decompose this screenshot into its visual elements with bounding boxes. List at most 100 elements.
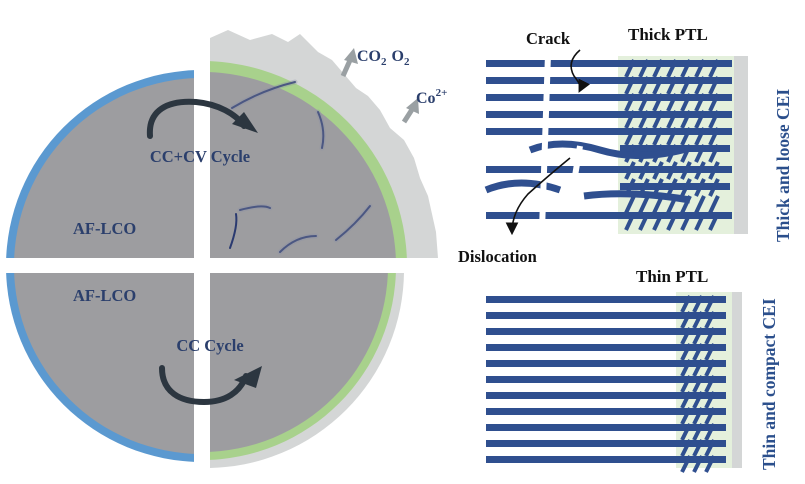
ion-release-arrow-icon [401, 98, 419, 124]
ptl-hatch [624, 76, 636, 95]
ptl-stripe [486, 128, 732, 135]
ptl-hatch [652, 161, 664, 180]
ptl-hatch [652, 76, 664, 95]
ptl-stripe [486, 456, 726, 463]
ptl-hatch [708, 110, 720, 129]
ptl-hatch [624, 195, 636, 214]
ptl-hatch [680, 327, 692, 345]
ptl-hatch [680, 295, 692, 313]
crack-label: Crack [526, 29, 571, 48]
cycle-arrow-bottom-icon [159, 365, 262, 406]
thick-ptl-panel: Crack Thick PTL Dislocation Thick and lo… [458, 25, 793, 266]
ptl-hatch [692, 359, 704, 377]
ptl-hatch [704, 327, 716, 345]
gas-release-arrow-icon [340, 48, 358, 78]
ptl-stripe [486, 94, 732, 101]
ptl-hatch [708, 161, 720, 180]
ptl-stripe [486, 77, 732, 84]
ptl-hatch [694, 127, 706, 146]
ptl-hatch [680, 439, 692, 457]
particle-quadrant-bottom-right [210, 273, 404, 468]
ptl-hatch [704, 455, 716, 473]
ptl-hatch [708, 59, 720, 78]
ptl-hatch [704, 375, 716, 393]
ptl-hatch [704, 343, 716, 361]
ptl-hatch [694, 93, 706, 112]
ptl-hatch [692, 295, 704, 313]
ptl-hatch [680, 375, 692, 393]
ptl-hatch [708, 195, 720, 214]
crack-lines [229, 81, 371, 253]
ptl-hatch [708, 178, 720, 197]
particle-label-bottom: AF-LCO [73, 286, 136, 305]
thin-ptl-hatch [680, 295, 716, 473]
thick-ptl-title: Thick PTL [628, 25, 708, 44]
crack-arrow-icon [570, 49, 591, 93]
ptl-hatch [694, 212, 706, 231]
ptl-hatch [704, 311, 716, 329]
ptl-stripe [486, 296, 726, 303]
ptl-hatch [680, 212, 692, 231]
ptl-hatch [692, 439, 704, 457]
ptl-hatch [680, 423, 692, 441]
cycle-label-cc: CC Cycle [176, 336, 243, 355]
ptl-hatch [694, 178, 706, 197]
ptl-hatch [666, 59, 678, 78]
ptl-hatch [680, 110, 692, 129]
ptl-stripe [486, 440, 726, 447]
ptl-stripe [486, 360, 726, 367]
ptl-hatch [704, 391, 716, 409]
ptl-hatch [704, 407, 716, 425]
thin-ptl-panel: Thin PTL Thin and compact CEI [486, 267, 779, 473]
ptl-stripe [620, 183, 730, 190]
ptl-hatch [666, 127, 678, 146]
ptl-hatch [652, 110, 664, 129]
ptl-hatch [680, 407, 692, 425]
ptl-hatch [708, 144, 720, 163]
ptl-hatch [680, 161, 692, 180]
ptl-hatch [708, 93, 720, 112]
ptl-stripe [486, 328, 726, 335]
ptl-hatch [680, 343, 692, 361]
ptl-hatch [652, 127, 664, 146]
ptl-hatch [704, 359, 716, 377]
ptl-hatch [652, 59, 664, 78]
ptl-stripe [486, 60, 732, 67]
thin-ptl-stripes [486, 296, 726, 463]
ptl-hatch [666, 76, 678, 95]
ptl-hatch [666, 110, 678, 129]
cycle-label-cc-cv: CC+CV Cycle [150, 147, 250, 166]
ptl-hatch [638, 59, 650, 78]
ptl-hatch [624, 110, 636, 129]
ptl-hatch [704, 439, 716, 457]
ptl-hatch [652, 93, 664, 112]
cycle-arrow-top-icon [146, 98, 258, 139]
ptl-stripe [486, 376, 726, 383]
ion-label: Co2+ [416, 87, 447, 107]
thin-ptl-title: Thin PTL [636, 267, 708, 286]
ptl-hatch [680, 59, 692, 78]
ptl-hatch [680, 311, 692, 329]
ptl-hatch [692, 343, 704, 361]
ptl-hatch [708, 127, 720, 146]
ptl-hatch [638, 76, 650, 95]
ptl-hatch [694, 59, 706, 78]
ptl-stripe [486, 424, 726, 431]
ptl-hatch [694, 110, 706, 129]
particle-label-top: AF-LCO [73, 219, 136, 238]
thin-cei-side-label: Thin and compact CEI [759, 298, 779, 470]
ptl-hatch [694, 144, 706, 163]
ptl-hatch [692, 455, 704, 473]
ptl-stripe [486, 111, 732, 118]
ptl-hatch [680, 93, 692, 112]
particle-quadrant-bottom-left [6, 273, 194, 462]
ptl-stripe [486, 166, 732, 173]
dislocation-label: Dislocation [458, 247, 537, 266]
dislocation-wave [528, 140, 691, 159]
ptl-hatch [624, 59, 636, 78]
ptl-stripe [486, 344, 726, 351]
crack-gap [539, 53, 551, 231]
ptl-hatch [680, 178, 692, 197]
